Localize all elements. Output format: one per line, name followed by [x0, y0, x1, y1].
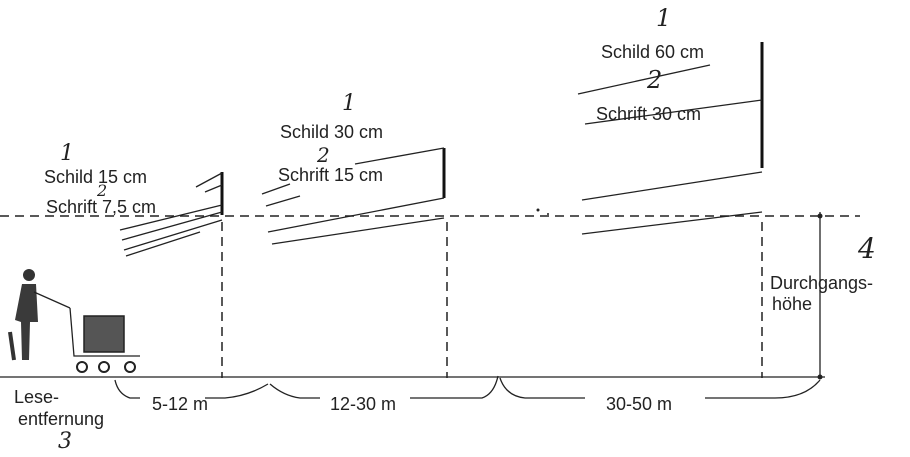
- distance-brace-2: [269, 375, 499, 399]
- sign-2-text-label: Schrift 15 cm: [278, 165, 383, 185]
- sign-small: [119, 172, 224, 257]
- sign-2-plate-number: 1: [342, 91, 356, 116]
- sign-3-plate-number: 1: [656, 4, 671, 32]
- sign-3-text-number: 2: [646, 66, 662, 94]
- sign-1-plate-label: Schild 15 cm: [44, 167, 147, 187]
- sign-1-text-number: 2: [96, 181, 107, 200]
- distance-brace-3: [499, 377, 821, 399]
- sign-2-text-number: 2: [316, 143, 330, 167]
- distance-label-3: 30-50 m: [606, 394, 672, 414]
- sign-2-plate-label: Schild 30 cm: [280, 122, 383, 142]
- clearance-label-line1: Durchgangs-: [770, 273, 873, 293]
- sign-3-text-label: Schrift 30 cm: [596, 104, 701, 124]
- clearance-dimension: [817, 212, 823, 380]
- reading-distance-line2: entfernung: [18, 409, 104, 429]
- distance-label-2: 12-30 m: [330, 394, 396, 414]
- sign-medium: [261, 147, 446, 245]
- sign-1-plate-number: 1: [60, 141, 74, 166]
- sign-large: [536, 42, 764, 235]
- reading-distance-number: 3: [58, 429, 72, 454]
- clearance-label-line2: höhe: [772, 294, 812, 314]
- sign-1-text-label: Schrift 7,5 cm: [46, 197, 156, 217]
- person-with-cart-icon: [8, 269, 140, 373]
- reading-distance-line1: Lese-: [14, 387, 59, 407]
- clearance-number: 4: [857, 232, 876, 265]
- distance-brace-1: [114, 379, 269, 399]
- sign-3-plate-label: Schild 60 cm: [601, 42, 704, 62]
- distance-label-1: 5-12 m: [152, 394, 208, 414]
